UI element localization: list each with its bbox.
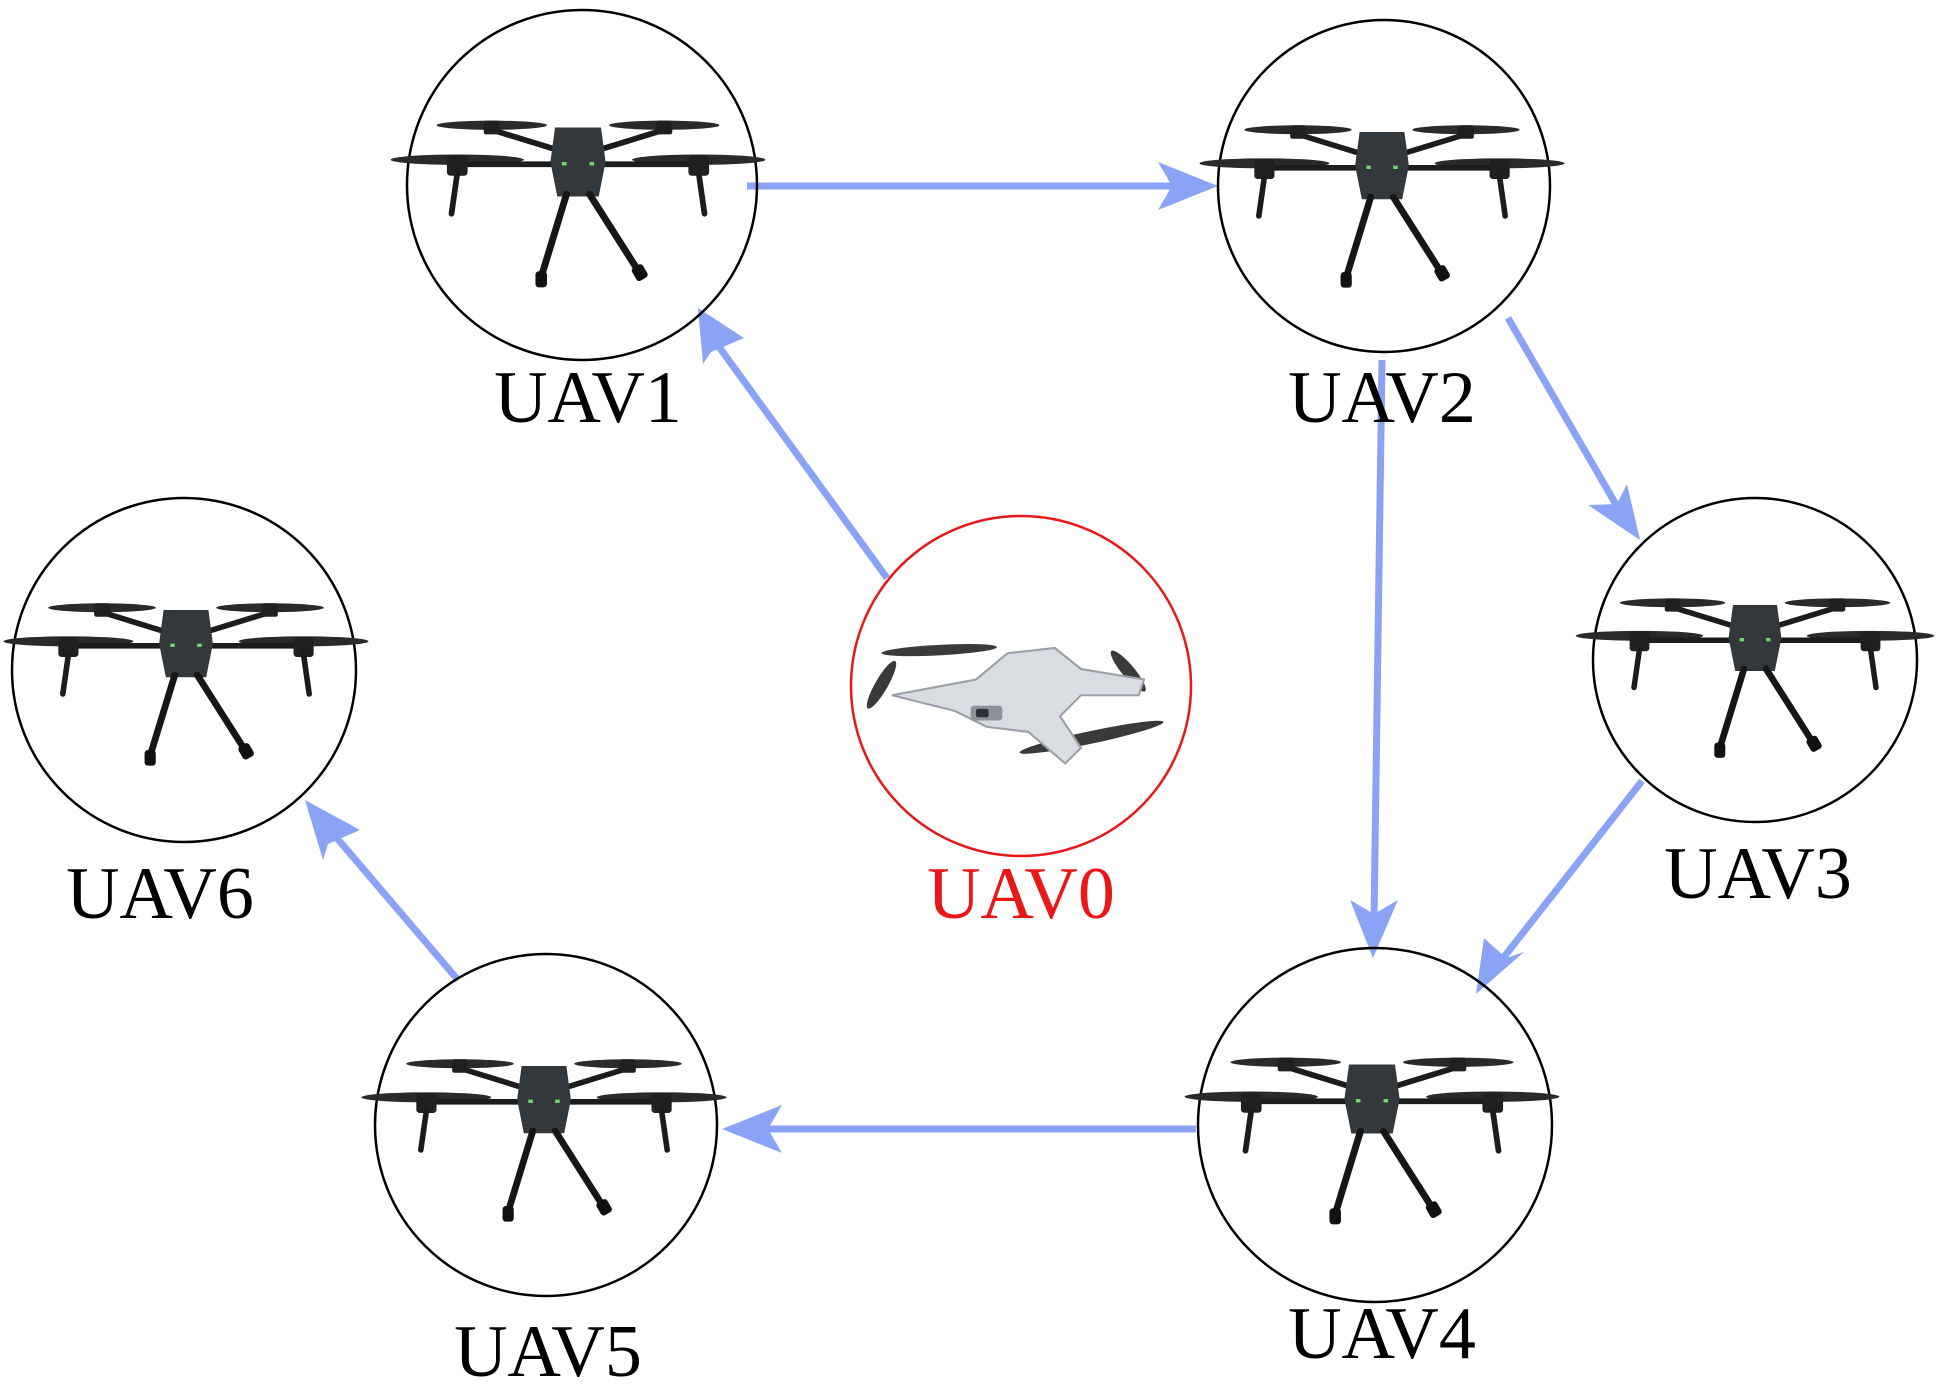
- node-uav4: UAV4: [1185, 946, 1560, 1375]
- edge-uav5-uav6: [305, 800, 461, 983]
- quadcopter-icon: [1199, 125, 1564, 287]
- edges-layer: [305, 162, 1645, 1153]
- edge-uav0-uav1: [698, 308, 890, 581]
- edge-uav4-uav5: [722, 1105, 1196, 1153]
- quadcopter-icon: [391, 121, 766, 288]
- node-uav2-ring: [1216, 18, 1552, 354]
- node-uav1-label: UAV1: [494, 357, 682, 439]
- node-uav6-ring: [10, 496, 358, 844]
- node-uav1-ring: [405, 8, 759, 362]
- node-uav6: UAV6: [3, 496, 368, 935]
- edge-uav2-uav4: [1350, 359, 1398, 958]
- node-uav1: UAV1: [391, 8, 766, 439]
- quadcopter-icon: [3, 603, 368, 765]
- quadcopter-icon: [361, 1059, 726, 1221]
- node-uav6-label: UAV6: [66, 853, 254, 935]
- quadcopter-icon: [1185, 1058, 1560, 1225]
- quadcopter-icon: [1576, 598, 1935, 758]
- node-uav2-label: UAV2: [1288, 357, 1476, 439]
- edge-uav3-uav4: [1476, 778, 1645, 994]
- folding-drone-icon: [861, 640, 1166, 765]
- node-uav3-label: UAV3: [1664, 833, 1852, 915]
- node-uav5-label: UAV5: [454, 1311, 642, 1390]
- node-uav4-label: UAV4: [1288, 1293, 1476, 1375]
- edge-uav2-uav3: [1504, 316, 1640, 540]
- node-uav5-ring: [373, 952, 719, 1298]
- node-uav3-ring: [1591, 496, 1919, 824]
- node-uav4-ring: [1196, 946, 1554, 1304]
- node-uav3: UAV3: [1576, 496, 1935, 915]
- node-uav0: UAV0: [849, 514, 1193, 935]
- node-uav2: UAV2: [1199, 18, 1564, 439]
- node-uav0-ring: [849, 514, 1193, 858]
- node-uav0-label: UAV0: [927, 853, 1115, 935]
- node-uav5: UAV5: [361, 952, 726, 1390]
- edge-uav1-uav2: [747, 162, 1218, 210]
